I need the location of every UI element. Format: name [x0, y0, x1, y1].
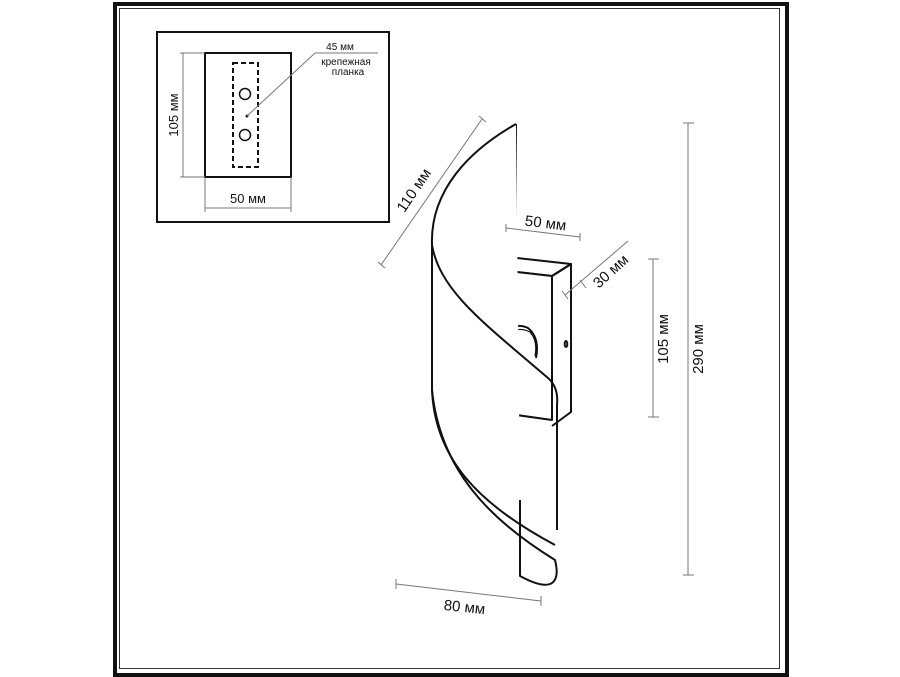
- inset-height-label: 105 мм: [166, 93, 181, 136]
- base-height-label: 105 мм: [655, 314, 672, 364]
- dimension-lines: [377, 115, 694, 606]
- inset-width-label: 50 мм: [230, 191, 266, 206]
- total-height-label: 290 мм: [690, 324, 707, 374]
- mount-box-side: [551, 263, 572, 427]
- lamp-drawing: [430, 123, 572, 586]
- base-depth-label: 30 мм: [590, 251, 632, 291]
- inset-screw-hole-top: [238, 87, 252, 101]
- inset-plate-width-label: 45 мм: [326, 42, 354, 53]
- drawing-frame-inner: [119, 8, 780, 669]
- inset-screw-hole-bottom: [238, 128, 252, 142]
- inset-plate-caption-line2: планка: [332, 67, 365, 78]
- inset-mounting-plate: [232, 62, 259, 168]
- shade-length-label: 110 мм: [394, 166, 435, 216]
- shade-width-label: 80 мм: [443, 597, 486, 618]
- inset-base-outline: [204, 52, 292, 178]
- base-width-label: 50 мм: [524, 213, 567, 235]
- inset-panel: [156, 31, 390, 223]
- inset-plate-caption-line1: крепежная: [321, 57, 371, 68]
